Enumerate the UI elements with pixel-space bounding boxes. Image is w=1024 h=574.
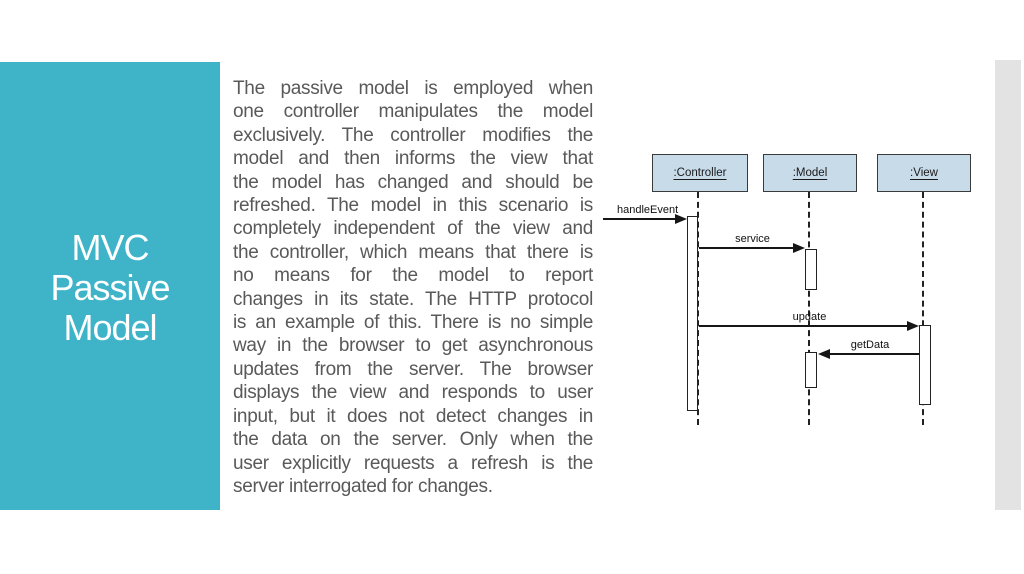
actor-box-view: :View: [877, 154, 971, 192]
message-label-getdata: getData: [850, 339, 890, 351]
actor-label: :View: [910, 167, 938, 179]
title-line: MVC: [71, 227, 150, 268]
body-line: input, but it does not detect changes in: [233, 405, 593, 427]
message-label-service: service: [735, 233, 770, 245]
actor-box-controller: :Controller: [652, 154, 748, 192]
body-line: server interrogated for changes.: [233, 475, 493, 497]
title-line: Model: [63, 307, 157, 348]
body-line: The passive model is employed when: [233, 78, 593, 99]
body-line: the data on the server. Only when the: [233, 429, 593, 451]
slide-title: MVC Passive Model: [50, 224, 170, 348]
message-line-getdata: [830, 353, 919, 355]
message-line-handleevent: [603, 218, 676, 220]
message-line-service: [699, 247, 794, 249]
lifeline-controller: [697, 192, 699, 425]
arrowhead-right-icon: [675, 214, 687, 224]
message-label-update: update: [792, 311, 827, 323]
body-line: user explicitly requests a refresh is th…: [233, 452, 593, 474]
body-line: refreshed. The model in this scenario is: [233, 195, 593, 217]
body-line: way in the browser to get asynchronous: [233, 335, 593, 357]
arrowhead-right-icon: [907, 321, 919, 331]
body-line: completely independent of the view and: [233, 218, 593, 240]
body-line: the model has changed and should be: [233, 171, 593, 193]
body-line: updates from the server. The browser: [233, 358, 593, 380]
actor-label: :Model: [792, 167, 828, 179]
activation-bar-controller: [687, 216, 698, 411]
actor-label: :Controller: [673, 167, 727, 179]
actor-box-model: :Model: [763, 154, 857, 192]
body-line: the controller, which means that there i…: [233, 241, 593, 263]
title-line: Passive: [50, 267, 170, 308]
body-line: changes in its state. The HTTP protocol: [233, 288, 593, 310]
lifeline-model: [808, 192, 810, 425]
lifeline-view: [922, 192, 924, 425]
side-strip: [995, 60, 1021, 510]
body-line: is an example of this. There is no simpl…: [233, 312, 593, 334]
arrowhead-right-icon: [793, 243, 805, 253]
activation-bar-model-1: [805, 249, 817, 290]
body-line: one controller manipulates the model: [233, 101, 593, 123]
body-line: no means for the model to report: [233, 265, 593, 287]
message-label-handleevent: handleEvent: [617, 204, 679, 216]
message-line-update: [699, 325, 908, 327]
body-line: displays the view and responds to user: [233, 382, 593, 404]
activation-bar-model-2: [805, 352, 817, 388]
body-line: model and then informs the view that: [233, 148, 593, 170]
activation-bar-view: [919, 325, 931, 405]
arrowhead-left-icon: [818, 349, 830, 359]
body-line: exclusively. The controller modifies the: [233, 124, 593, 146]
title-panel: MVC Passive Model: [0, 62, 220, 510]
